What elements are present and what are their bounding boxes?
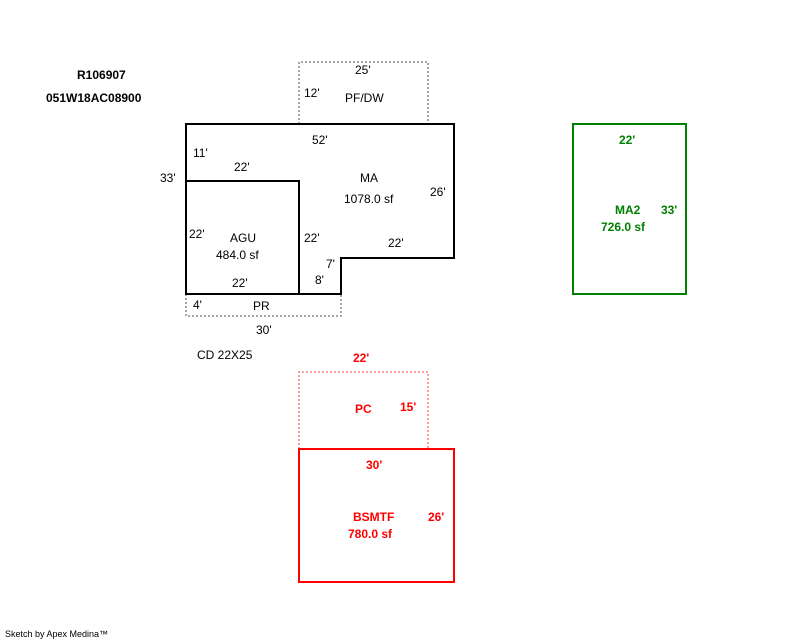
area-label: AGU bbox=[230, 231, 256, 245]
dim-label: 11' bbox=[193, 146, 208, 160]
area-label: PR bbox=[253, 299, 270, 313]
dim-label: 22' bbox=[304, 231, 320, 245]
dim-label: 22' bbox=[619, 133, 635, 147]
dim-label: 7' bbox=[326, 257, 335, 271]
note-cd: CD 22X25 bbox=[197, 348, 253, 362]
dim-label: 22' bbox=[232, 276, 248, 290]
dim-label: 33' bbox=[661, 203, 677, 217]
dim-label: 25' bbox=[355, 63, 371, 77]
dim-label: 15' bbox=[400, 400, 416, 414]
map-number: 051W18AC08900 bbox=[46, 91, 142, 105]
footer-credit: Sketch by Apex Medina™ bbox=[5, 629, 108, 639]
dim-label: 22' bbox=[234, 160, 250, 174]
dim-label: 52' bbox=[312, 133, 328, 147]
dim-label: 33' bbox=[160, 171, 176, 185]
dim-label: 30' bbox=[366, 458, 382, 472]
dim-label: 26' bbox=[430, 185, 446, 199]
area-label: PF/DW bbox=[345, 91, 384, 105]
dim-label: 26' bbox=[428, 510, 444, 524]
area-ma2: 22' 33' MA2 726.0 sf bbox=[572, 123, 687, 295]
dim-label: 22' bbox=[189, 227, 205, 241]
dim-label: 22' bbox=[388, 236, 404, 250]
area-label: MA bbox=[360, 171, 378, 185]
dim-label: 12' bbox=[304, 86, 320, 100]
area-value: 726.0 sf bbox=[601, 220, 646, 234]
area-value: 1078.0 sf bbox=[344, 192, 394, 206]
area-pr: 4' PR 30' bbox=[185, 294, 342, 337]
dim-label: 30' bbox=[256, 323, 272, 337]
dim-label: 4' bbox=[193, 298, 202, 312]
area-ma: 52' 26' 22' 7' 8' 33' 11' 22' MA 1078.0 … bbox=[160, 123, 455, 295]
dim-label: 8' bbox=[315, 273, 324, 287]
area-label: BSMTF bbox=[353, 510, 394, 524]
area-label: MA2 bbox=[615, 203, 641, 217]
area-agu: 22' 22' 22' AGU 484.0 sf bbox=[185, 160, 300, 295]
area-value: 780.0 sf bbox=[348, 527, 393, 541]
area-label: PC bbox=[355, 402, 372, 416]
parcel-id: R106907 bbox=[77, 68, 126, 82]
area-pfdw: 25' 12' PF/DW bbox=[298, 61, 429, 124]
area-pc: 22' 15' PC bbox=[298, 351, 429, 449]
area-bsmtf: 30' 26' BSMTF 780.0 sf bbox=[298, 448, 455, 583]
area-value: 484.0 sf bbox=[216, 248, 259, 262]
dim-label: 22' bbox=[353, 351, 369, 365]
